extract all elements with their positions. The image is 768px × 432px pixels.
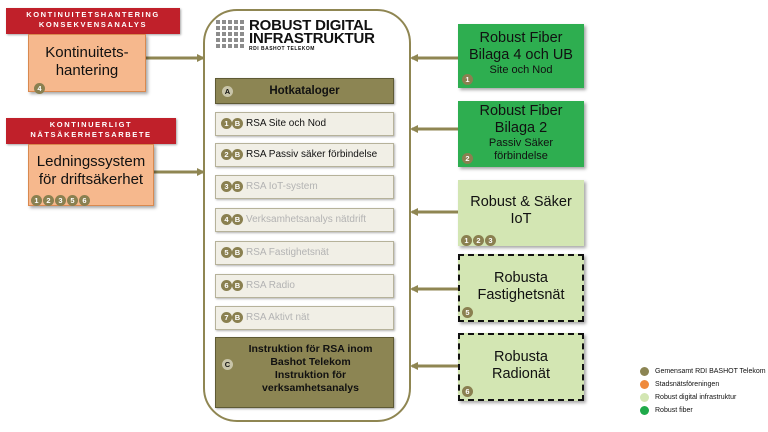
list-item: 1 B RSA Site och Nod	[215, 112, 394, 136]
robusta-radionat-line2: Radionät	[491, 366, 551, 382]
robust-fiber-bilaga4-box: Robust Fiber Bilaga 4 och UB Site och No…	[458, 24, 584, 88]
natsakerhet-banner-line2: NÄTSÄKERHETSARBETE	[30, 130, 152, 139]
legend-swatch	[640, 367, 649, 376]
robust-saker-iot-badge: 1	[461, 235, 472, 247]
robust-fiber-bilaga4-line2: Bilaga 4 och UB	[469, 47, 573, 63]
kontinuitet-box: Kontinuitets- hantering 4	[28, 34, 146, 95]
rdi-logo: ROBUST DIGITAL INFRASTRUKTUR RDI BASHOT …	[216, 18, 396, 54]
legend-label: Robust digital infrastruktur	[655, 394, 737, 401]
item-number-badge: 2	[221, 149, 232, 160]
hotkataloger-header: A Hotkataloger	[215, 78, 394, 104]
item-b-badge: B	[232, 312, 243, 323]
logo-dots-icon	[216, 20, 246, 50]
item-number-badge: 7	[221, 312, 232, 323]
logo-title-line1: ROBUST DIGITAL	[249, 17, 373, 34]
list-item: 5 B RSA Fastighetsnät	[215, 241, 394, 265]
kontinuitet-badge: 4	[34, 83, 45, 95]
robust-fiber-bilaga2-badge: 2	[462, 153, 473, 164]
item-b-badge: B	[232, 214, 243, 225]
robust-fiber-bilaga4-badge: 1	[462, 74, 473, 85]
kontinuitet-title-line2: hantering	[55, 62, 119, 79]
ledningssystem-badge: 1	[31, 195, 42, 207]
list-item: 7 B RSA Aktivt nät	[215, 306, 394, 330]
kontinuitet-banner-line1: KONTINUITETSHANTERING	[26, 10, 160, 19]
legend-item: Gemensamt RDI BASHOT Telekom	[640, 366, 766, 378]
item-number-badge: 5	[221, 247, 232, 258]
item-label: RSA Aktivt nät	[246, 312, 310, 323]
list-item: 6 B RSA Radio	[215, 274, 394, 298]
item-number-badge: 6	[221, 280, 232, 291]
kontinuitet-title-line1: Kontinuitets-	[45, 44, 129, 61]
legend: Gemensamt RDI BASHOT Telekom Stadsnätsfö…	[640, 366, 766, 420]
item-label: RSA Fastighetsnät	[246, 247, 329, 258]
item-b-badge: B	[232, 280, 243, 291]
item-b-badge: B	[232, 118, 243, 129]
robusta-radionat-box: Robusta Radionät 6	[458, 333, 584, 401]
natsakerhet-banner: KONTINUERLIGT NÄTSÄKERHETSARBETE	[6, 118, 176, 144]
item-label: RSA Site och Nod	[246, 118, 327, 129]
hotkataloger-badge: A	[222, 86, 233, 97]
legend-swatch	[640, 393, 649, 402]
legend-item: Robust digital infrastruktur	[640, 392, 766, 404]
robust-fiber-bilaga2-box: Robust Fiber Bilaga 2 Passiv Säker förbi…	[458, 101, 584, 167]
robusta-fastighetsnat-line2: Fastighetsnät	[477, 287, 565, 303]
legend-item: Stadsnätsföreningen	[640, 379, 766, 391]
ledningssystem-badge: 3	[55, 195, 66, 207]
item-label: RSA Passiv säker förbindelse	[246, 149, 378, 160]
item-number-badge: 3	[221, 181, 232, 192]
robusta-radionat-badge: 6	[462, 386, 473, 397]
item-b-badge: B	[232, 247, 243, 258]
robust-saker-iot-line1: Robust & Säker	[470, 194, 572, 210]
ledningssystem-title-line2: för driftsäkerhet	[38, 171, 144, 188]
robust-fiber-bilaga2-sub1: Passiv Säker	[488, 137, 554, 149]
list-item: 2 B RSA Passiv säker förbindelse	[215, 143, 394, 167]
ledningssystem-badge: 6	[79, 195, 90, 207]
robust-saker-iot-badge: 2	[473, 235, 484, 247]
ledningssystem-badge: 2	[43, 195, 54, 207]
item-number-badge: 1	[221, 118, 232, 129]
robust-fiber-bilaga4-sub: Site och Nod	[489, 64, 553, 76]
robust-fiber-bilaga2-sub2: förbindelse	[494, 150, 548, 162]
ledningssystem-badge: 5	[67, 195, 78, 207]
robusta-fastighetsnat-box: Robusta Fastighetsnät 5	[458, 254, 584, 322]
instruktion-line2: Bashot Telekom	[270, 356, 351, 368]
kontinuitet-banner-line2: KONSEKVENSANALYS	[38, 20, 148, 29]
natsakerhet-banner-line1: KONTINUERLIGT	[49, 120, 133, 129]
hotkataloger-label: Hotkataloger	[269, 85, 340, 97]
instruktion-badge: C	[222, 359, 233, 370]
item-b-badge: B	[232, 149, 243, 160]
item-label: RSA IoT-system	[246, 181, 318, 192]
instruktion-line1: Instruktion för RSA inom	[248, 343, 373, 355]
robust-fiber-bilaga2-line1: Robust Fiber	[479, 103, 563, 119]
legend-label: Stadsnätsföreningen	[655, 381, 720, 388]
item-b-badge: B	[232, 181, 243, 192]
list-item: 4 B Verksamhetsanalys nätdrift	[215, 208, 394, 232]
instruktion-line4: verksamhetsanalys	[262, 382, 359, 394]
logo-subtitle: RDI BASHOT TELEKOM	[249, 46, 315, 52]
robust-saker-iot-line2: IoT	[510, 211, 532, 227]
item-label: Verksamhetsanalys nätdrift	[246, 214, 367, 225]
robusta-fastighetsnat-badge: 5	[462, 307, 473, 318]
legend-label: Robust fiber	[655, 407, 693, 414]
robust-saker-iot-badge: 3	[485, 235, 496, 247]
ledningssystem-title-line1: Ledningssystem	[36, 153, 146, 170]
legend-item: Robust fiber	[640, 405, 766, 417]
item-number-badge: 4	[221, 214, 232, 225]
robusta-radionat-line1: Robusta	[493, 349, 548, 365]
list-item: 3 B RSA IoT-system	[215, 175, 394, 199]
instruktion-box: C Instruktion för RSA inom Bashot Teleko…	[215, 337, 394, 408]
item-label: RSA Radio	[246, 280, 295, 291]
legend-swatch	[640, 406, 649, 415]
robust-fiber-bilaga2-line2: Bilaga 2	[494, 120, 548, 136]
robusta-fastighetsnat-line1: Robusta	[493, 270, 548, 286]
kontinuitet-banner: KONTINUITETSHANTERING KONSEKVENSANALYS	[6, 8, 180, 34]
robust-fiber-bilaga4-line1: Robust Fiber	[479, 30, 563, 46]
instruktion-line3: Instruktion för	[274, 369, 347, 381]
logo-title-line2: INFRASTRUKTUR	[249, 30, 375, 47]
legend-swatch	[640, 380, 649, 389]
legend-label: Gemensamt RDI BASHOT Telekom	[655, 368, 766, 375]
